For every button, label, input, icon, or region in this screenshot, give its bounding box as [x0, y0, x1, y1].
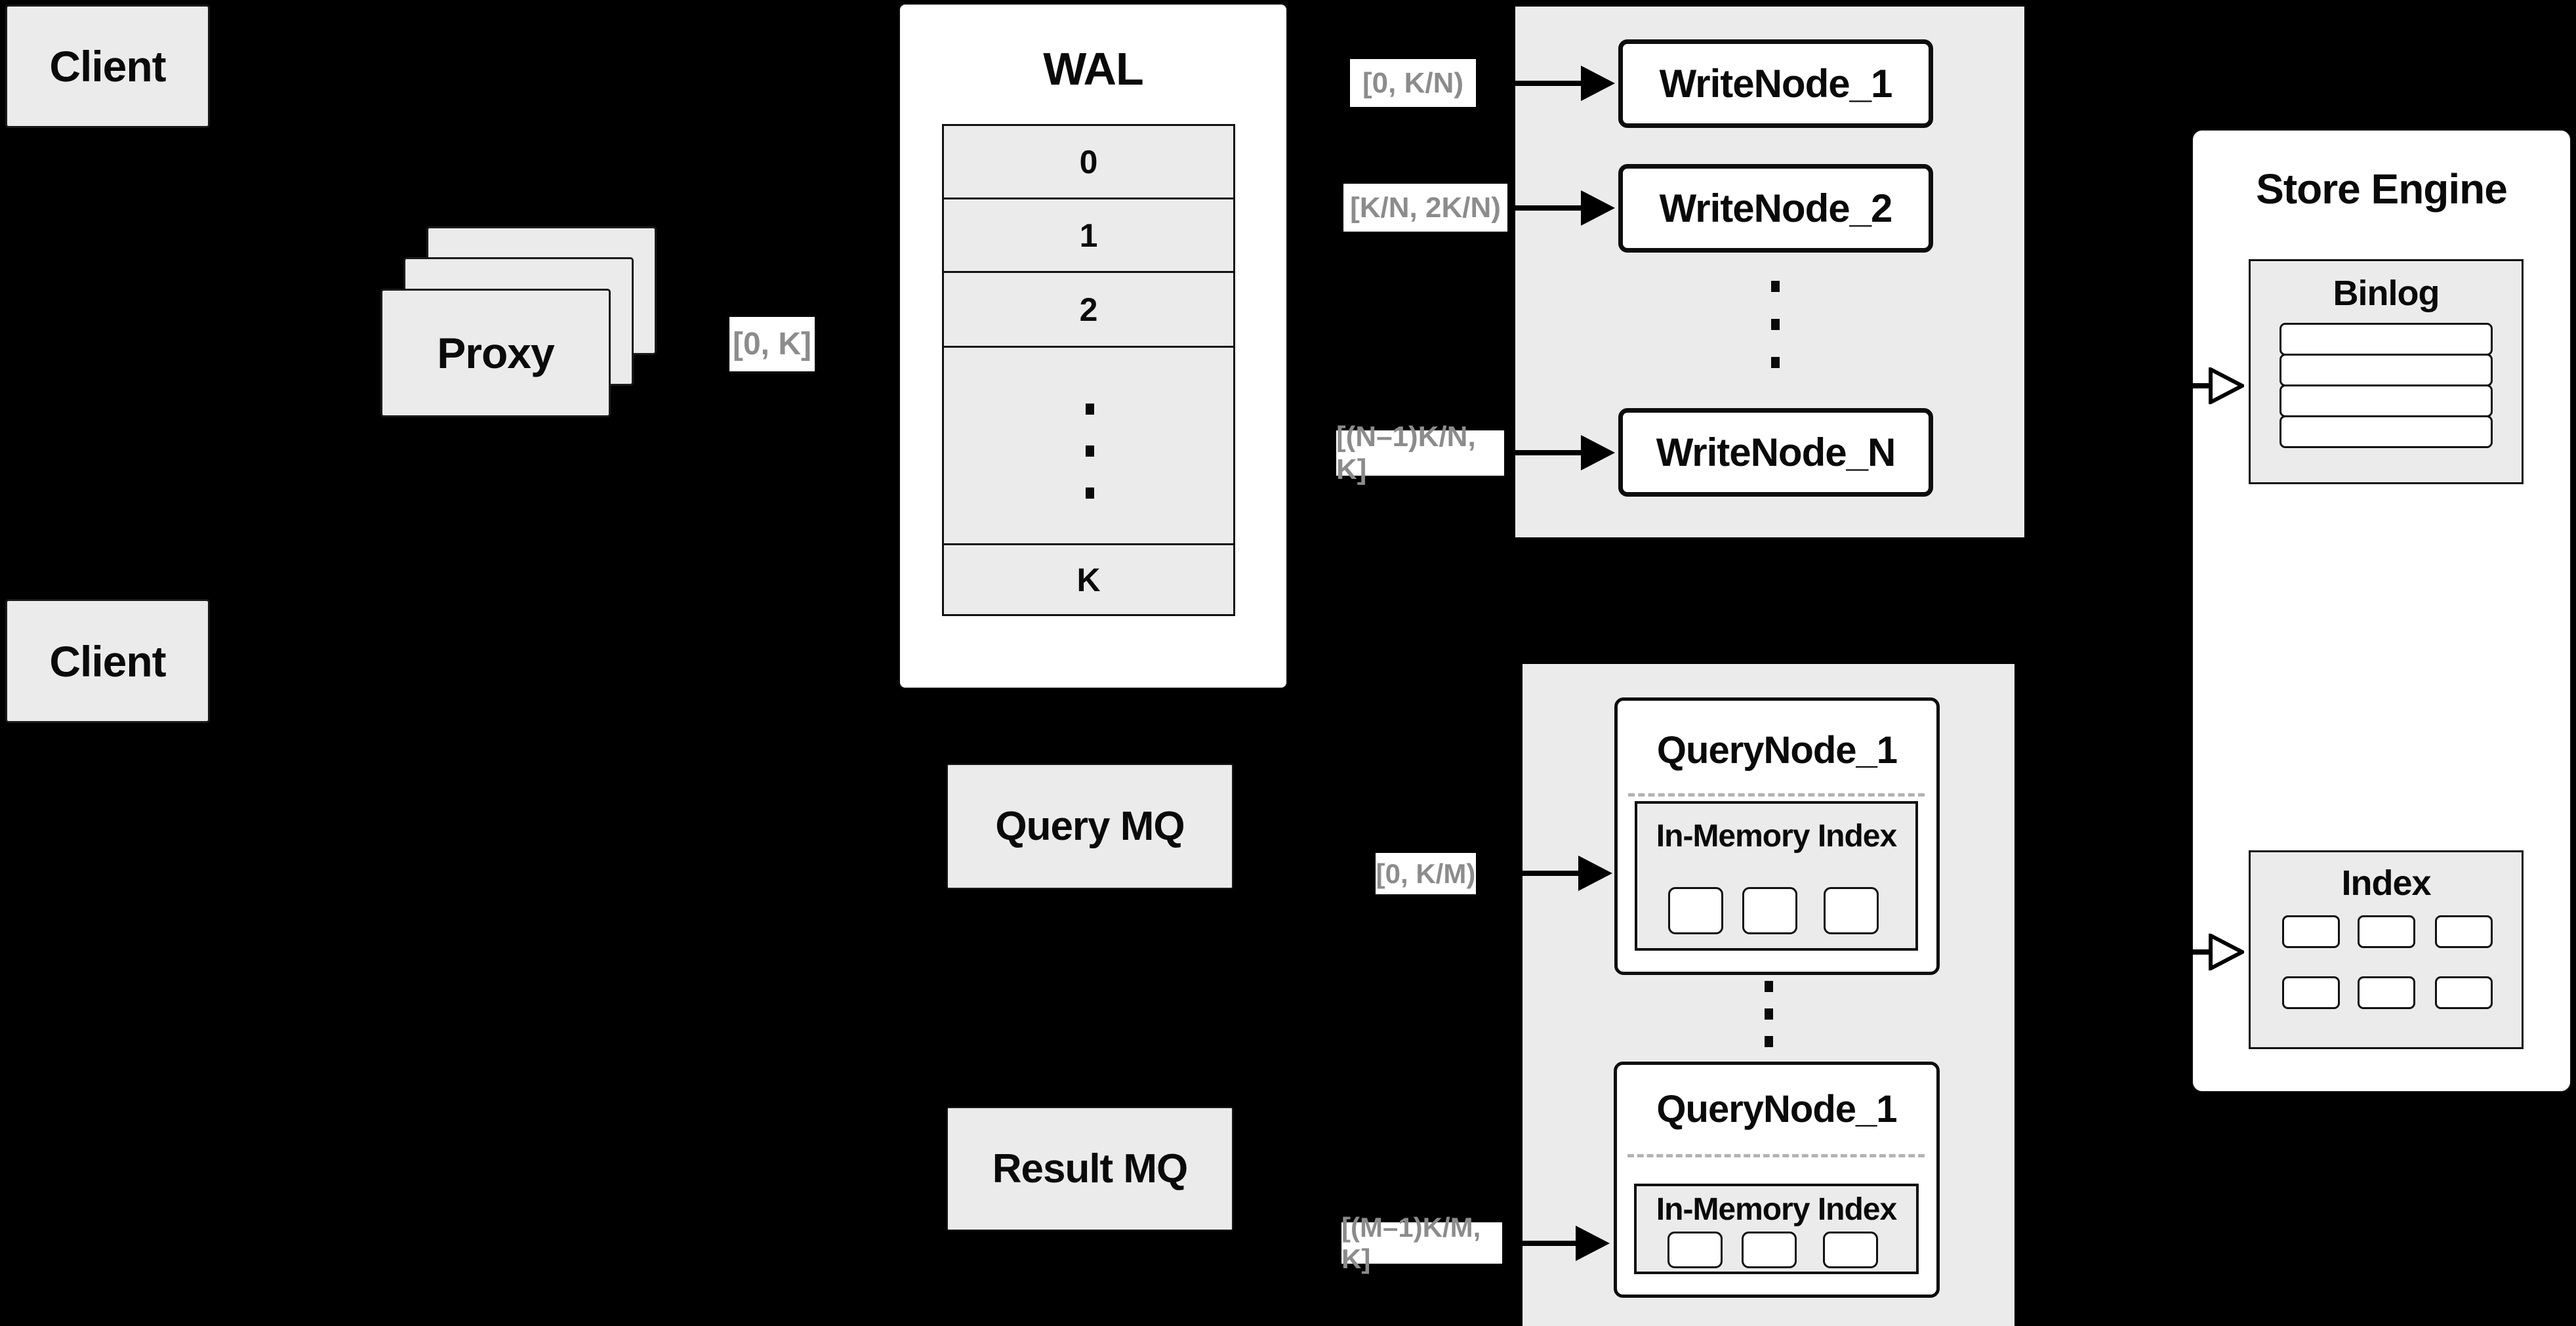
- memory-cell: [1742, 1232, 1797, 1268]
- query-node-title: QueryNode_1: [1656, 729, 1898, 772]
- proxy-label: Proxy: [437, 329, 554, 377]
- index-box: Index: [2249, 850, 2524, 1049]
- arrow-head-icon: [1578, 856, 1612, 891]
- client-box-top: Client: [5, 5, 210, 128]
- store-engine-box: Store Engine Binlog Index: [2192, 129, 2571, 1092]
- arrow-head-icon: [1576, 1226, 1610, 1261]
- index-title: Index: [2341, 863, 2431, 903]
- wal-table: 0 1 2 K: [942, 124, 1235, 623]
- wal-row: 0: [942, 124, 1235, 199]
- arrow-head-icon: [1581, 435, 1615, 470]
- memory-cell: [1668, 887, 1723, 934]
- proxy-card-front: Proxy: [380, 289, 611, 417]
- wal-row: 2: [942, 271, 1235, 348]
- in-memory-index-title: In-Memory Index: [1656, 1192, 1897, 1227]
- binlog-row: [2280, 415, 2493, 448]
- write-node-2: WriteNode_2: [1618, 164, 1933, 253]
- binlog-title: Binlog: [2333, 274, 2440, 313]
- binlog-row: [2280, 323, 2493, 356]
- open-arrow-head-icon: [2209, 934, 2244, 970]
- wal-row-k: K: [942, 543, 1235, 616]
- arrow-head-icon: [1581, 190, 1615, 226]
- range-label-write-n: [(N–1)K/N, K]: [1336, 421, 1504, 486]
- range-label-text: [0, K]: [733, 327, 811, 362]
- arrow-head-icon: [1581, 66, 1615, 101]
- query-node-m-box: QueryNode_1 In-Memory Index: [1614, 1062, 1940, 1298]
- dashed-divider: [1627, 1154, 1925, 1157]
- index-cell: [2435, 915, 2493, 948]
- binlog-row: [2280, 354, 2493, 386]
- range-label-query-1: [0, K/M): [1376, 853, 1476, 894]
- in-memory-index-title: In-Memory Index: [1656, 819, 1897, 854]
- in-memory-index-box: In-Memory Index: [1635, 801, 1918, 951]
- index-cell: [2358, 976, 2415, 1009]
- memory-cell: [1667, 1232, 1723, 1268]
- memory-cell: [1824, 887, 1879, 934]
- dashed-divider: [1628, 793, 1925, 797]
- index-cell: [2358, 915, 2415, 948]
- index-cell: [2435, 976, 2493, 1009]
- range-label-write-1: [0, K/N): [1350, 59, 1476, 107]
- client-box-bottom: Client: [5, 599, 210, 723]
- index-cell: [2282, 915, 2340, 948]
- client-label: Client: [49, 42, 166, 91]
- wal-title: WAL: [1043, 43, 1144, 94]
- client-label: Client: [49, 636, 166, 686]
- query-mq-box: Query MQ: [947, 764, 1233, 889]
- range-label-proxy-wal: [0, K]: [729, 317, 815, 371]
- wal-row-ellipsis: [942, 346, 1235, 545]
- open-arrow-head-icon: [2209, 367, 2244, 404]
- wal-box: WAL 0 1 2 K: [899, 3, 1288, 689]
- result-mq-box: Result MQ: [947, 1107, 1233, 1231]
- binlog-row: [2280, 384, 2493, 417]
- wal-row: 1: [942, 197, 1235, 273]
- memory-cell: [1823, 1232, 1878, 1268]
- memory-cell: [1742, 887, 1797, 934]
- binlog-box: Binlog: [2249, 259, 2524, 484]
- query-node-title: QueryNode_1: [1656, 1088, 1897, 1130]
- write-node-n: WriteNode_N: [1618, 408, 1933, 497]
- query-node-1-box: QueryNode_1 In-Memory Index: [1614, 697, 1940, 975]
- write-node-1: WriteNode_1: [1618, 39, 1933, 128]
- index-cell: [2282, 976, 2340, 1009]
- range-label-write-2: [K/N, 2K/N): [1343, 184, 1507, 232]
- store-engine-title: Store Engine: [2256, 165, 2508, 213]
- range-label-query-m: [(M–1)K/M, K]: [1341, 1212, 1502, 1274]
- in-memory-index-box: In-Memory Index: [1634, 1184, 1919, 1274]
